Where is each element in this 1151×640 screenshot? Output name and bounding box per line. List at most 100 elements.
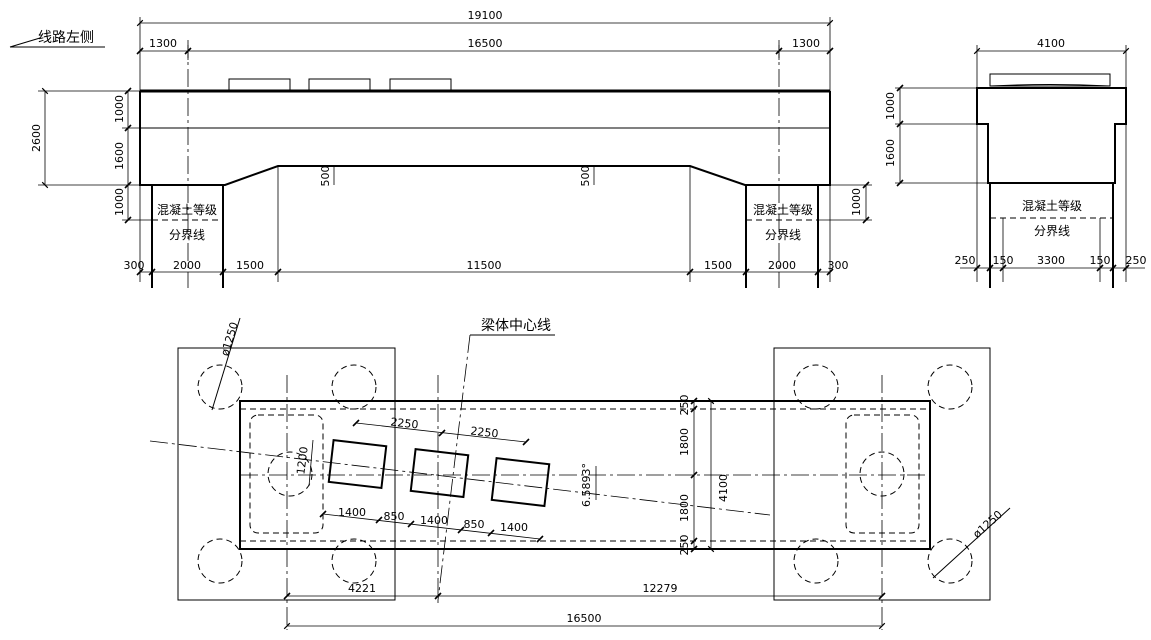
- pile: [331, 364, 377, 410]
- svg-text:梁体中心线: 梁体中心线: [481, 318, 551, 334]
- dim-label: 1400: [338, 506, 366, 519]
- pile: [331, 538, 377, 584]
- concrete-boundary-label-right: 混凝土等级 分界线: [753, 202, 813, 242]
- dim-label: 3300: [1037, 254, 1065, 267]
- dim-haunch: 500 500: [319, 166, 595, 187]
- pile: [793, 538, 839, 584]
- dim-label: 1500: [236, 259, 264, 272]
- dim-pad-spacing: 2250 2250: [352, 415, 530, 446]
- pile: [267, 451, 313, 497]
- dim-label: 1400: [420, 514, 448, 527]
- dim-label: 4221: [348, 582, 376, 595]
- dim-label: 300: [828, 259, 849, 272]
- dim-label: 4100: [1037, 37, 1065, 50]
- dim-label: 1000: [113, 95, 126, 123]
- dim-label: 2250: [390, 415, 419, 431]
- pile: [793, 364, 839, 410]
- beam-centerline: [149, 440, 771, 516]
- dim-label: 300: [124, 259, 145, 272]
- bearing-pad: [409, 448, 470, 499]
- dim-label: 250: [1126, 254, 1147, 267]
- pile-cap-left: [177, 347, 396, 601]
- piles: [197, 364, 973, 584]
- pile-dia-left: ø1250: [211, 317, 241, 411]
- support-pad: [308, 78, 371, 91]
- dim-label: 250: [955, 254, 976, 267]
- dim-pad-height: 1200: [294, 439, 314, 487]
- side-view: 4100 混凝土等级 分界线 1000 1600 250 150 3300 15…: [884, 37, 1147, 288]
- bearing-pads: [327, 439, 551, 508]
- dim-label: 1600: [884, 139, 897, 167]
- pier-footprint-right: [845, 414, 920, 534]
- dim-label: 150: [1090, 254, 1111, 267]
- svg-text:混凝土等级: 混凝土等级: [753, 202, 813, 217]
- dim-label: 1000: [113, 188, 126, 216]
- svg-text:混凝土等级: 混凝土等级: [157, 202, 217, 217]
- dim-label: 19100: [468, 9, 503, 22]
- svg-text:混凝土等级: 混凝土等级: [1022, 198, 1082, 213]
- pier-left: [151, 40, 224, 288]
- side-cap-outline: [976, 87, 1127, 184]
- dim-side-bottom: 250 150 3300 150 250: [955, 124, 1147, 282]
- dim-chain-bottom: 300 2000 1500 11500 1500 2000 300: [124, 166, 849, 282]
- dim-label: 500: [579, 166, 592, 187]
- pile: [927, 364, 973, 410]
- dim-side-vertical: 1000 1600: [884, 84, 988, 187]
- dim-label: 16500: [468, 37, 503, 50]
- dim-left-vertical: 2600 1000 1600 1000: [30, 87, 152, 224]
- elevation-view: 19100 1300 16500 1300 混凝土等级 分界线 混凝土等级: [30, 9, 872, 288]
- dim-total-19100: 19100: [136, 9, 834, 92]
- bearing-pad: [490, 457, 551, 508]
- side-support-pad: [989, 73, 1111, 87]
- plan-view: 梁体中心线 2250 2250 1200 1400 850 1400 850 1…: [149, 317, 1011, 630]
- dim-side-width: 4100: [973, 37, 1130, 88]
- dim-pad-chain: 1400 850 1400 850 1400: [319, 506, 544, 543]
- dim-label: 2000: [173, 259, 201, 272]
- dim-label: 4100: [717, 474, 730, 502]
- pier-right: [745, 40, 819, 288]
- dim-label: 16500: [567, 612, 602, 625]
- svg-text:ø1250: ø1250: [970, 508, 1005, 541]
- dim-label: 150: [993, 254, 1014, 267]
- pile: [197, 364, 243, 410]
- concrete-boundary-label-side: 混凝土等级 分界线: [1022, 198, 1082, 238]
- cap-beam-outline: [139, 91, 831, 186]
- dim-label: 1000: [850, 188, 863, 216]
- concrete-boundary-label-left: 混凝土等级 分界线: [157, 202, 217, 242]
- line-left-side-label: 线路左侧: [9, 30, 105, 48]
- dim-label: 2250: [470, 424, 499, 440]
- svg-text:分界线: 分界线: [765, 228, 801, 242]
- dim-label: 1000: [884, 92, 897, 120]
- dim-right-vertical: 1000: [818, 181, 872, 224]
- dim-label: 1800: [678, 428, 691, 456]
- dim-label: 1500: [704, 259, 732, 272]
- dim-label: 11500: [467, 259, 502, 272]
- dim-label: 1200: [294, 446, 310, 475]
- dim-label: 2000: [768, 259, 796, 272]
- dim-chain-top: 1300 16500 1300: [136, 37, 834, 60]
- dim-plan-bottom: 4221 12279 16500: [283, 582, 886, 630]
- dim-label: 1400: [500, 521, 528, 534]
- pier-footprint-left: [249, 414, 324, 534]
- pile: [197, 538, 243, 584]
- dim-label: 1300: [149, 37, 177, 50]
- dim-plan-vertical: 250 1800 1800 250 4100: [678, 395, 730, 556]
- dim-label: 500: [319, 166, 332, 187]
- svg-text:分界线: 分界线: [169, 228, 205, 242]
- pile-dia-right: ø1250: [932, 507, 1011, 579]
- support-pad: [228, 78, 291, 91]
- dim-label: 1300: [792, 37, 820, 50]
- skew-angle-label: 6.5893°: [580, 463, 593, 507]
- svg-text:线路左侧: 线路左侧: [38, 30, 94, 46]
- bearing-pad: [327, 439, 388, 490]
- dim-label: 250: [678, 535, 691, 556]
- dim-label: 2600: [30, 124, 43, 152]
- dim-label: 850: [384, 510, 405, 523]
- svg-text:ø1250: ø1250: [218, 320, 241, 357]
- dim-label: 1800: [678, 494, 691, 522]
- dim-label: 1600: [113, 142, 126, 170]
- beam-centerline-label: 梁体中心线: [470, 318, 555, 336]
- dim-label: 250: [678, 395, 691, 416]
- support-pad: [389, 78, 452, 91]
